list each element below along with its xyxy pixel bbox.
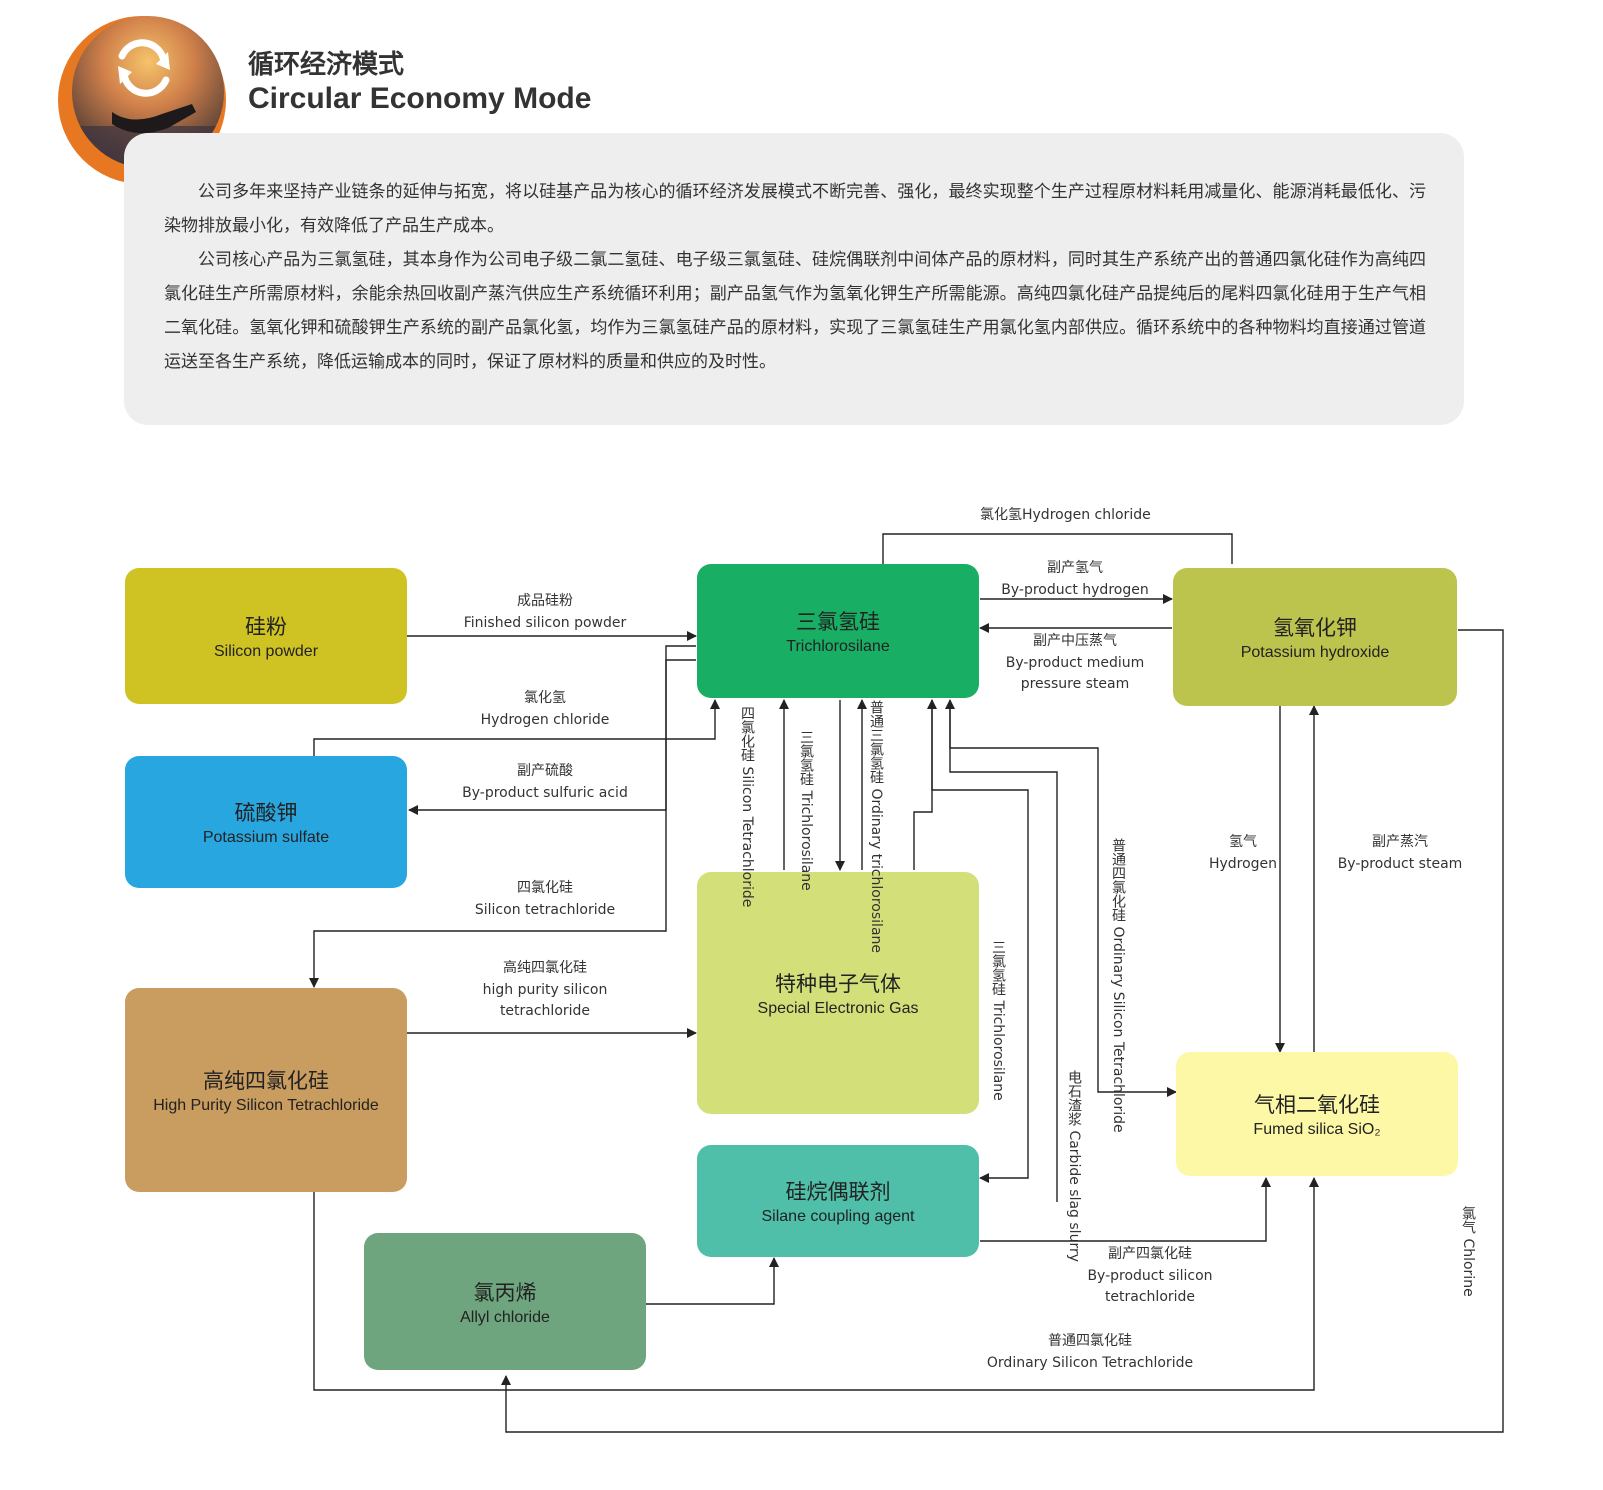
edge-label-bp-sicl4-cn: 副产四氯化硅 [1108,1246,1192,1262]
node-label-cn: 氢氧化钾 [1273,616,1357,640]
edge-label-v-ordinary-tcs: 普通三氯氢硅 Ordinary trichlorosilane [868,700,884,954]
edge-label-hydrogen-en: Hydrogen [1208,856,1278,872]
edge-label-finished-powder-en: Finished silicon powder [463,615,627,631]
node-silicon-powder: 硅粉 Silicon powder [125,568,407,704]
node-label-en: Special Electronic Gas [757,1000,919,1017]
edge-label-hydrogen-cn: 氢气 [1229,834,1257,850]
intro-panel: 公司多年来坚持产业链条的延伸与拓宽，将以硅基产品为核心的循环经济发展模式不断完善… [124,133,1464,425]
node-label-en: Silicon powder [213,643,319,660]
edge-label-v-sicl4: 四氯化硅 Silicon Tetrachloride [739,706,755,908]
edge-label-v-chlorine: 氯气 Chlorine [1460,1206,1476,1297]
edge-label-byproduct-h2-cn: 副产氢气 [1047,560,1103,576]
intro-paragraph-1: 公司多年来坚持产业链条的延伸与拓宽，将以硅基产品为核心的循环经济发展模式不断完善… [164,182,1426,236]
edge-label-v-tcs-right: 三氯氢硅 Trichlorosilane [990,940,1006,1101]
node-label-en: Potassium sulfate [202,829,330,846]
intro-paragraph-2: 公司核心产品为三氯氢硅，其本身作为公司电子级二氯二氢硅、电子级三氯氢硅、硅烷偶联… [164,250,1426,372]
edge-label-finished-powder-cn: 成品硅粉 [517,593,573,609]
page-title-cn: 循环经济模式 [248,50,405,80]
node-label-cn: 特种电子气体 [775,972,901,996]
node-high-purity-sicl4: 高纯四氯化硅 High Purity Silicon Tetrachloride [125,988,407,1192]
edge-label-v-carbide-slag: 电石渣浆 Carbide slag slurry [1066,1070,1082,1262]
edge-label-ord-sicl4-en: Ordinary Silicon Tetrachloride [986,1355,1194,1371]
node-label-cn: 硅烷偶联剂 [785,1180,891,1204]
edge-label-bp-sicl4-en1: By-product silicon [1087,1268,1213,1284]
logo-image [72,16,224,168]
page-title-en: Circular Economy Mode [248,82,592,115]
node-label-cn: 三氯氢硅 [796,610,880,634]
edge-label-steam-cn: 副产蒸汽 [1372,834,1428,850]
node-label-en: Allyl chloride [460,1308,550,1326]
node-special-electronic-gas: 特种电子气体 Special Electronic Gas [697,872,979,1114]
edge-label-hcl-left-cn: 氯化氢 [524,690,566,706]
edge-label-steam-en: By-product steam [1337,856,1463,872]
node-trichlorosilane: 三氯氢硅 Trichlorosilane [697,564,979,698]
node-label-cn: 气相二氧化硅 [1254,1093,1380,1117]
edge-label-ord-sicl4-cn: 普通四氯化硅 [1048,1333,1132,1349]
edge-label-v-tcs: 三氯氢硅 Trichlorosilane [798,730,814,891]
node-label-cn: 硫酸钾 [234,801,298,825]
node-potassium-hydroxide: 氢氧化钾 Potassium hydroxide [1173,568,1457,706]
node-label-cn: 高纯四氯化硅 [203,1069,329,1093]
node-potassium-sulfate: 硫酸钾 Potassium sulfate [125,756,407,888]
edge-label-byproduct-h2-en: By-product hydrogen [1001,582,1149,598]
edge-label-hp-sicl4-cn: 高纯四氯化硅 [503,960,587,976]
node-label-en: Silane coupling agent [761,1208,915,1225]
edge-label-sicl4-en: Silicon tetrachloride [474,902,616,918]
edge-label-v-ordinary-sicl4: 普通四氯化硅 Ordinary Silicon Tetrachloride [1110,838,1126,1133]
node-allyl-chloride: 氯丙烯 Allyl chloride [364,1233,646,1370]
edge-label-steam-medium-en2: pressure steam [1020,676,1130,692]
node-label-cn: 硅粉 [245,615,287,639]
edge-label-steam-medium-en1: By-product medium [1005,655,1145,671]
node-fumed-silica: 气相二氧化硅 Fumed silica SiO₂ [1176,1052,1458,1176]
edge-label-bp-sicl4-en2: tetrachloride [1104,1289,1196,1305]
edge-label-sicl4-cn: 四氯化硅 [517,880,573,896]
node-label-en: Fumed silica SiO₂ [1253,1121,1381,1138]
node-label-en: High Purity Silicon Tetrachloride [153,1097,379,1114]
edge-label-sulfuric-en: By-product sulfuric acid [462,785,628,801]
edge-label-hcl-left-en: Hydrogen chloride [480,712,610,728]
node-silane-coupling-agent: 硅烷偶联剂 Silane coupling agent [697,1145,979,1257]
node-label-cn: 氯丙烯 [473,1280,537,1305]
edge-label-hcl-top: 氯化氢Hydrogen chloride [980,507,1151,523]
edge-label-hp-sicl4-en1: high purity silicon [482,982,608,998]
edge-label-hp-sicl4-en2: tetrachloride [499,1003,591,1019]
edge-label-sulfuric-cn: 副产硫酸 [517,763,573,779]
edge-label-steam-medium-cn: 副产中压蒸气 [1033,633,1117,649]
node-label-en: Trichlorosilane [786,638,890,655]
node-label-en: Potassium hydroxide [1240,644,1390,661]
